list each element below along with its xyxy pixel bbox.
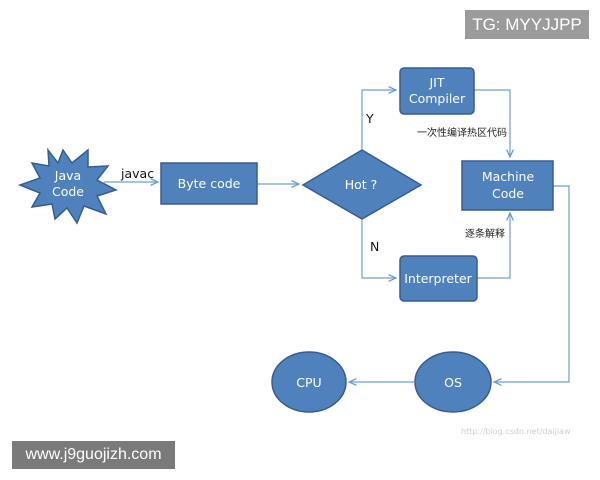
cpu-node: CPU: [271, 351, 347, 413]
java-code-node: Java Code: [17, 147, 118, 225]
machine-code-label-line1: Machine: [482, 169, 535, 184]
os-ellipse: [414, 351, 492, 413]
cpu-ellipse: [271, 351, 347, 413]
hot-decision-label: Hot ?: [345, 177, 378, 192]
top-right-watermark: TG: MYYJJPP: [465, 10, 589, 39]
hot-decision-node: Hot ?: [301, 149, 423, 220]
starburst-shape: [17, 147, 118, 225]
faint-url-watermark: http://blog.csdn.net/daijiaw: [461, 427, 571, 436]
jit-compiler-label-line2: Compiler: [409, 91, 466, 106]
interpreter-label: Interpreter: [404, 271, 472, 286]
cpu-label: CPU: [296, 375, 321, 390]
edge-jit-to-machine-code: [474, 89, 510, 157]
byte-code-label: Byte code: [178, 176, 241, 191]
edge-hot-to-jit: [361, 90, 396, 150]
edge-interpreter-to-machine-code: [477, 213, 510, 279]
javac-edge-label: javac: [120, 166, 154, 181]
machine-code-box: [461, 160, 554, 211]
edge-hot-to-interpreter: [361, 219, 396, 278]
line-interpret-edge-label: 逐条解释: [465, 227, 505, 240]
machine-code-label-line2: Code: [492, 186, 524, 201]
hotspot-compile-edge-label: 一次性编译热区代码: [417, 126, 507, 139]
edge-machine-code-to-os: [494, 185, 570, 382]
jit-compiler-label-line1: JIT: [428, 75, 444, 90]
no-edge-label: N: [370, 239, 379, 254]
machine-code-node: Machine Code: [461, 160, 554, 211]
byte-code-node: Byte code: [160, 162, 258, 205]
os-label: OS: [444, 375, 462, 390]
java-code-label-line2: Code: [52, 184, 84, 199]
hot-decision-diamond: [301, 149, 423, 220]
interpreter-node: Interpreter: [399, 255, 478, 302]
jit-compiler-node: JIT Compiler: [399, 67, 475, 115]
bottom-left-watermark: www.j9guojizh.com: [12, 441, 175, 469]
jit-compiler-box: [399, 67, 475, 115]
yes-edge-label: Y: [365, 111, 374, 126]
os-node: OS: [414, 351, 492, 413]
interpreter-box: [399, 255, 478, 302]
java-code-label-line1: Java: [54, 168, 81, 183]
byte-code-box: [160, 162, 258, 205]
